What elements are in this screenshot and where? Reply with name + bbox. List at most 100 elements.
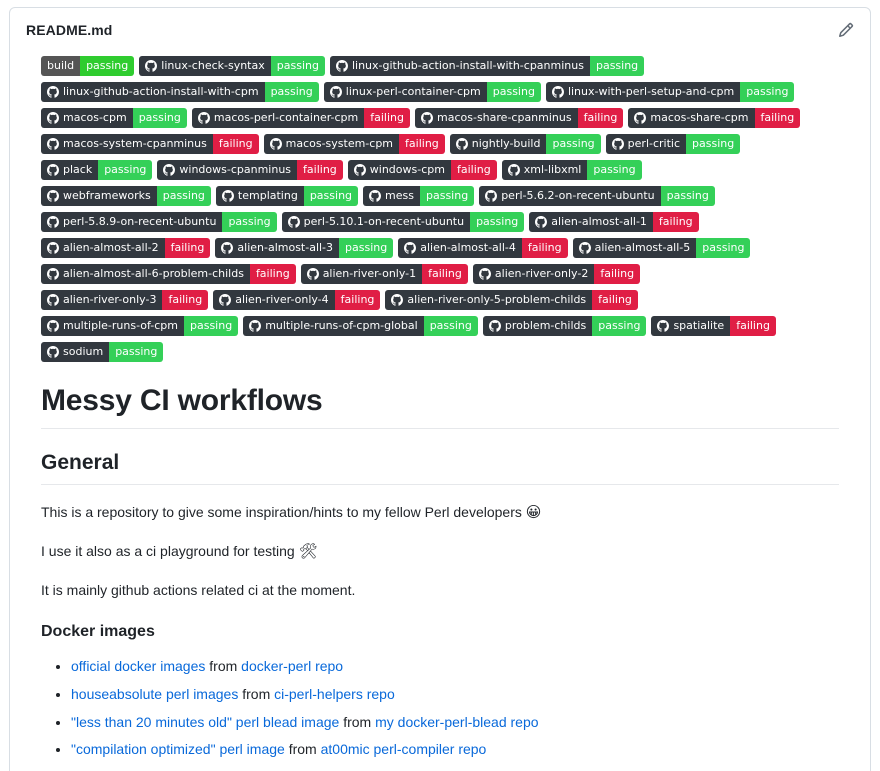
ci-badge-label-group: macos-system-cpanminus: [41, 134, 213, 154]
ci-badge-label-group: templating: [215, 186, 304, 206]
ci-badge-status: failing: [162, 290, 209, 310]
grinning-face-emoji: 😀: [525, 503, 542, 521]
ci-badge[interactable]: perl-5.6.2-on-recent-ubuntu passing: [479, 186, 715, 206]
hammer-and-wrench-emoji: 🛠: [298, 542, 318, 561]
docker-repo-link[interactable]: at00mic perl-compiler repo: [320, 741, 487, 758]
ci-badge-name: alien-river-only-5-problem-childs: [407, 293, 587, 306]
ci-badge-label-group: alien-almost-all-1: [529, 212, 653, 232]
ci-badge-name: perl-5.6.2-on-recent-ubuntu: [501, 189, 655, 202]
ci-badge[interactable]: macos-share-cpanminus failing: [415, 108, 624, 128]
ci-badge-name: plack: [63, 163, 93, 176]
github-mark-icon: [634, 112, 647, 124]
docker-repo-link[interactable]: docker-perl repo: [241, 658, 344, 675]
github-mark-icon: [478, 268, 491, 280]
ci-badge-status: failing: [212, 134, 259, 154]
ci-badge[interactable]: alien-river-only-3 failing: [41, 290, 209, 310]
pencil-icon[interactable]: [838, 22, 854, 38]
ci-badge-name: alien-river-only-3: [63, 293, 157, 306]
github-mark-icon: [47, 86, 59, 98]
heading-docker-images: Docker images: [41, 623, 155, 641]
ci-badge-status: failing: [450, 160, 497, 180]
ci-badge-status: failing: [652, 212, 699, 232]
ci-badge-label-group: alien-almost-all-3: [215, 238, 340, 258]
ci-badge-label-group: webframeworks: [41, 186, 157, 206]
list-item-connector: from: [205, 658, 242, 675]
github-mark-icon: [47, 294, 59, 306]
ci-badge-status: failing: [399, 134, 445, 154]
ci-badge-status: passing: [80, 56, 135, 76]
ci-badge-label-group: alien-river-only-2: [472, 264, 595, 284]
docker-repo-link[interactable]: my docker-perl-blead repo: [375, 713, 539, 730]
ci-badge-status: passing: [696, 238, 751, 258]
ci-badge-label-group: linux-github-action-install-with-cpanmin…: [329, 56, 590, 76]
ci-badge-name: alien-almost-all-4: [420, 241, 516, 254]
ci-badge-label-group: perl-5.8.9-on-recent-ubuntu: [41, 212, 223, 232]
ci-badge-name: multiple-runs-of-cpm-global: [265, 319, 418, 332]
docker-image-link[interactable]: houseabsolute perl images: [71, 685, 239, 702]
docker-image-link[interactable]: "compilation optimized" perl image: [71, 741, 285, 758]
ci-badge[interactable]: linux-github-action-install-with-cpanmin…: [329, 56, 645, 76]
ci-badge-name: nightly-build: [471, 137, 541, 150]
ci-badge-label-group: linux-check-syntax: [139, 56, 271, 76]
ci-badge-status: failing: [754, 108, 801, 128]
ci-badge-status: passing: [222, 212, 277, 232]
ci-badge-name: macos-share-cpanminus: [437, 111, 572, 124]
ci-badge-status: passing: [660, 186, 715, 206]
ci-badge-name: linux-with-perl-setup-and-cpm: [567, 85, 735, 98]
ci-badge-status: passing: [156, 186, 211, 206]
ci-badge-name: alien-river-only-2: [494, 267, 589, 280]
ci-badge-status: failing: [577, 108, 624, 128]
ci-badge[interactable]: windows-cpm failing: [347, 160, 497, 180]
ci-badge-label-group: windows-cpm: [347, 160, 451, 180]
ci-badge[interactable]: plack passing: [41, 160, 153, 180]
list-item: "compilation optimized" perl image from …: [71, 738, 839, 761]
ci-badge-name: spatialite: [673, 319, 725, 332]
ci-badge-status: failing: [422, 264, 468, 284]
ci-badge-status: passing: [98, 160, 153, 180]
paragraph-github-actions: It is mainly github actions related ci a…: [41, 581, 356, 598]
docker-image-link[interactable]: official docker images: [71, 658, 206, 675]
ci-badge-label-group: plack: [41, 160, 99, 180]
ci-badge-label-group: sodium: [41, 342, 110, 362]
ci-badge-name: windows-cpm: [369, 163, 445, 176]
ci-badge-label-group: mess: [363, 186, 420, 206]
docker-image-link[interactable]: "less than 20 minutes old" perl blead im…: [71, 713, 340, 730]
github-mark-icon: [287, 216, 300, 228]
docker-image-link[interactable]: docker perl alt: [71, 769, 159, 771]
docker-repo-link[interactable]: ci-perl-helpers repo: [274, 685, 395, 702]
